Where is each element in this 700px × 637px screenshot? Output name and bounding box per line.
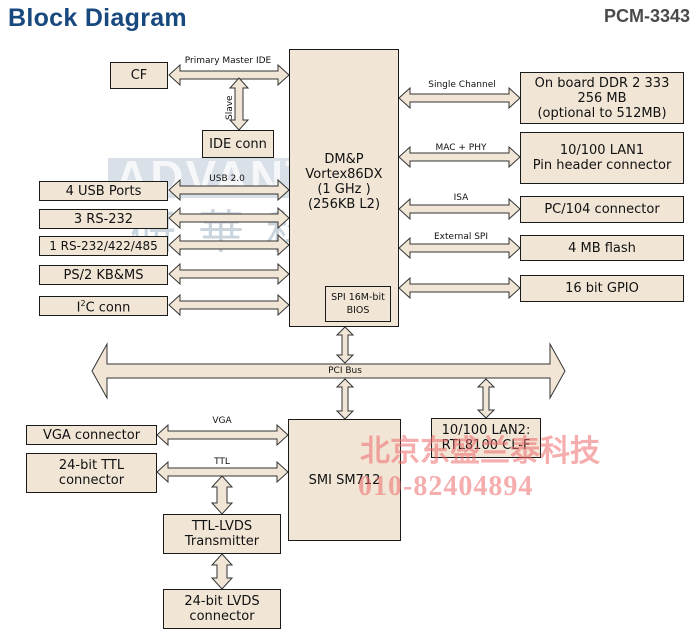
gpio-block: 16 bit GPIO (520, 275, 684, 302)
i2c-label-sup: 2 (80, 299, 86, 309)
arrow-cpu-pci (335, 326, 355, 364)
flash-block: 4 MB flash (520, 235, 684, 261)
vga-label: VGA connector (42, 427, 141, 443)
usb-label: 4 USB Ports (65, 183, 142, 199)
i2c-label: I2C conn (77, 296, 131, 315)
pc104-block: PC/104 connector (520, 196, 684, 223)
lan2-block: 10/100 LAN2: RTL8100 CL-F (431, 418, 541, 458)
arrow-ps2 (168, 262, 290, 286)
page-title: Block Diagram (8, 4, 187, 32)
link-label-ddr: Single Channel (428, 80, 496, 90)
lvds-label: 24-bit LVDS connector (184, 594, 260, 624)
lan1-block: 10/100 LAN1 Pin header connector (520, 132, 684, 184)
ddr-label: On board DDR 2 333 256 MB (optional to 5… (534, 75, 670, 121)
link-label-spi: External SPI (434, 232, 488, 242)
link-label-ide-slave: Slave (225, 95, 235, 120)
cpu-label: DM&P Vortex86DX (1 GHz ) (256KB L2) (305, 152, 383, 212)
pc104-label: PC/104 connector (544, 202, 660, 217)
lvds-block: 24-bit LVDS connector (163, 589, 281, 629)
lan1-label: 10/100 LAN1 Pin header connector (532, 143, 672, 173)
arrow-i2c (168, 293, 290, 317)
watermark-reseller: 北京东盛兰泰科技 (360, 434, 600, 469)
link-label-pci: PCI Bus (328, 366, 362, 376)
ttl-label: 24-bit TTL connector (58, 458, 125, 488)
vga-block: VGA connector (26, 425, 157, 445)
link-label-ide-primary: Primary Master IDE (184, 56, 272, 66)
i2c-block: I2C conn (39, 296, 168, 316)
bios-block: SPI 16M-bit BIOS (325, 286, 391, 322)
rs232-label: 3 RS-232 (73, 211, 134, 227)
usb-block: 4 USB Ports (39, 181, 168, 201)
watermark-phone: 010-82404894 (358, 471, 534, 502)
link-label-ttl: TTL (214, 457, 230, 467)
link-label-isa: ISA (453, 193, 469, 203)
ttl-block: 24-bit TTL connector (26, 453, 157, 493)
arrow-vga (156, 423, 289, 447)
ps2-label: PS/2 KB&MS (63, 267, 144, 283)
ttl-lvds-label: TTL-LVDS Transmitter (184, 519, 260, 549)
arrow-lvds (210, 553, 234, 590)
arrow-gpio (398, 276, 521, 300)
arrow-ddr (398, 86, 521, 110)
model-number: PCM-3343 (603, 6, 690, 26)
i2c-label-post: C conn (85, 300, 131, 316)
arrow-pci-lan2 (476, 378, 496, 419)
smi-block: SMI SM712 (288, 419, 401, 541)
link-label-vga: VGA (212, 416, 232, 426)
ps2-block: PS/2 KB&MS (39, 265, 168, 285)
gpio-label: 16 bit GPIO (565, 281, 639, 296)
i2c-label-pre: I (76, 300, 81, 316)
rs232-block: 3 RS-232 (39, 209, 168, 229)
arrow-pci-smi (335, 378, 355, 420)
arrow-pci-bus (91, 342, 566, 400)
bios-label: SPI 16M-bit BIOS (331, 292, 385, 316)
ide-conn-block: IDE conn (202, 130, 274, 158)
rs485-block: 1 RS-232/422/485 (39, 236, 168, 256)
cpu-block: DM&P Vortex86DX (1 GHz ) (256KB L2) (289, 49, 399, 327)
arrow-ttl-lvds (210, 475, 234, 515)
cf-block: CF (110, 62, 168, 89)
lan2-label: 10/100 LAN2: RTL8100 CL-F (441, 423, 531, 453)
link-label-lan1: MAC + PHY (435, 143, 487, 153)
smi-label: SMI SM712 (308, 472, 381, 488)
cf-label: CF (130, 68, 148, 83)
arrow-ide-primary (168, 63, 290, 87)
arrow-rs485 (168, 233, 290, 257)
rs485-label: 1 RS-232/422/485 (49, 238, 158, 253)
ide-conn-label: IDE conn (209, 136, 267, 152)
arrow-rs232 (168, 206, 290, 230)
ddr-block: On board DDR 2 333 256 MB (optional to 5… (520, 72, 684, 124)
link-label-usb: USB 2.0 (209, 174, 245, 184)
ttl-lvds-block: TTL-LVDS Transmitter (163, 514, 281, 554)
flash-label: 4 MB flash (568, 240, 636, 256)
